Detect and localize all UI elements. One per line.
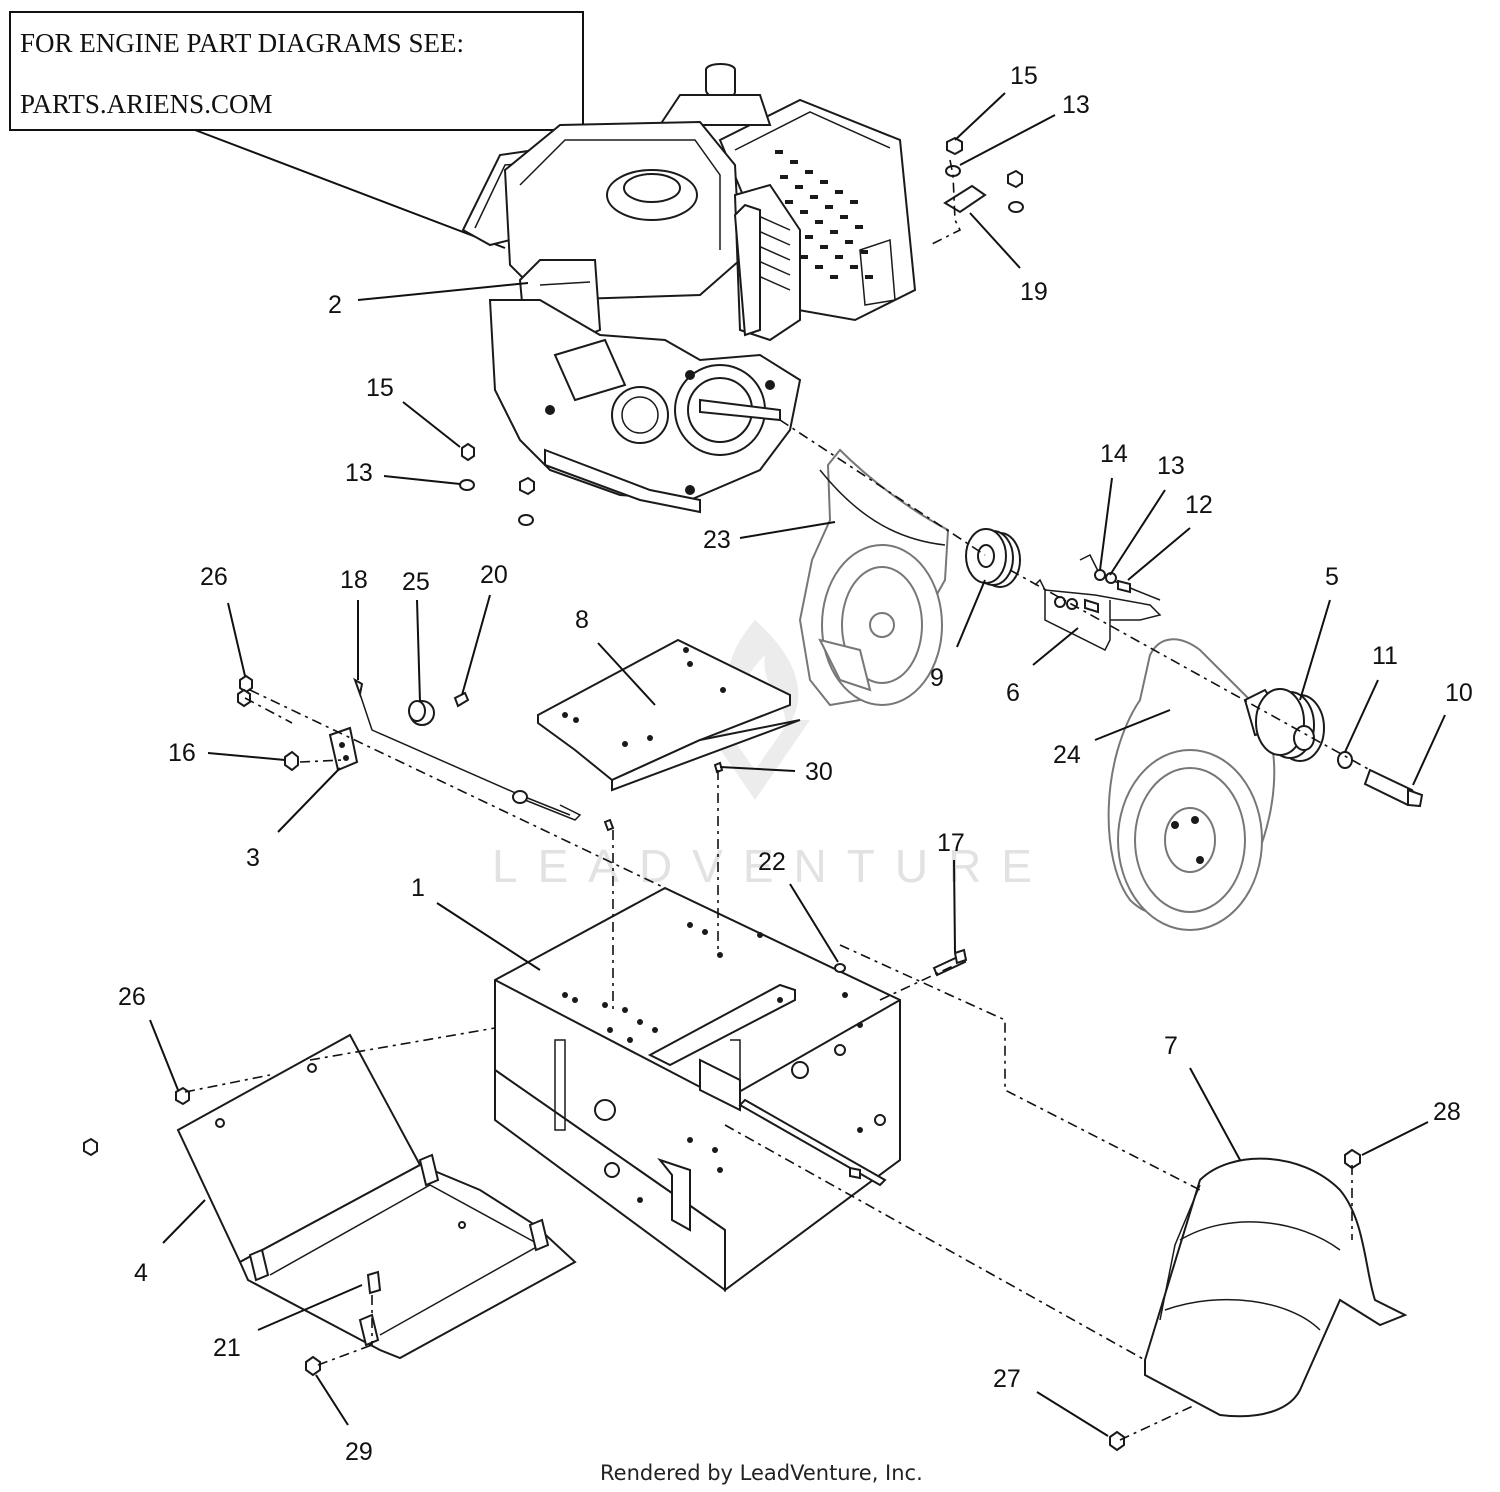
callout-23: 23	[703, 526, 731, 554]
notice-line-1: FOR ENGINE PART DIAGRAMS SEE:	[20, 28, 464, 58]
idler-bracket-6	[1034, 553, 1162, 652]
callout-18: 18	[340, 566, 368, 594]
callout-14: 14	[1100, 440, 1128, 468]
callout-1: 1	[411, 874, 425, 902]
callout-5: 5	[1325, 563, 1339, 591]
washer-13-top	[945, 165, 961, 177]
callout-2: 2	[328, 291, 342, 319]
callout-13-right: 13	[1157, 452, 1185, 480]
callout-6: 6	[1006, 679, 1020, 707]
belt-guide-23	[798, 448, 950, 707]
bolt-10-and-washer-11	[1337, 751, 1424, 808]
callout-29: 29	[345, 1438, 373, 1466]
nut-13	[459, 479, 475, 491]
callout-21: 21	[213, 1334, 241, 1362]
callout-10: 10	[1445, 679, 1473, 707]
callout-13-left: 13	[345, 459, 373, 487]
callout-19: 19	[1020, 278, 1048, 306]
callout-9: 9	[930, 664, 944, 692]
callout-13-top: 13	[1062, 91, 1090, 119]
callout-22: 22	[758, 848, 786, 876]
callout-15-left: 15	[366, 374, 394, 402]
callout-8: 8	[575, 606, 589, 634]
callout-11: 11	[1372, 642, 1398, 670]
callout-30: 30	[805, 758, 833, 786]
callout-27: 27	[993, 1365, 1021, 1393]
alignment-lines	[184, 159, 1371, 1441]
shift-linkage	[237, 674, 582, 821]
callout-24: 24	[1053, 741, 1081, 769]
callout-labels: 2 15 13 15 13 19 14 13 12 23 5 11 10 9 6…	[118, 62, 1473, 1466]
misc-hardware	[83, 761, 1361, 1452]
notice-line-2: PARTS.ARIENS.COM	[20, 89, 272, 119]
callout-7: 7	[1164, 1032, 1178, 1060]
plate-8	[537, 638, 801, 792]
pulley-9	[965, 528, 1021, 588]
belt-cover-7	[1144, 1157, 1408, 1418]
bracket-19	[943, 184, 987, 214]
callout-3: 3	[246, 844, 260, 872]
callout-20: 20	[480, 561, 508, 589]
callout-26-bottom: 26	[118, 983, 146, 1011]
drive-belt-24	[1107, 638, 1276, 931]
callout-16: 16	[168, 739, 196, 767]
cover-4	[176, 1033, 577, 1360]
callout-26-top: 26	[200, 563, 228, 591]
engine-notice-box: FOR ENGINE PART DIAGRAMS SEE: PARTS.ARIE…	[9, 11, 584, 249]
frame-1	[494, 886, 901, 1292]
callout-17: 17	[937, 829, 965, 857]
callout-15-top: 15	[1010, 62, 1038, 90]
bolt-15-top	[946, 136, 963, 156]
callout-4: 4	[134, 1259, 148, 1287]
callout-25: 25	[402, 568, 430, 596]
footer-credit: Rendered by LeadVenture, Inc.	[600, 1461, 923, 1485]
watermark-text: LEADVENTURE	[492, 840, 1052, 892]
bracket-3	[328, 726, 359, 772]
hex-bolt-15	[461, 442, 475, 462]
callout-12: 12	[1185, 491, 1213, 519]
engine-assembly	[461, 63, 917, 514]
callout-28: 28	[1433, 1098, 1461, 1126]
leader-lines	[149, 92, 1446, 1437]
